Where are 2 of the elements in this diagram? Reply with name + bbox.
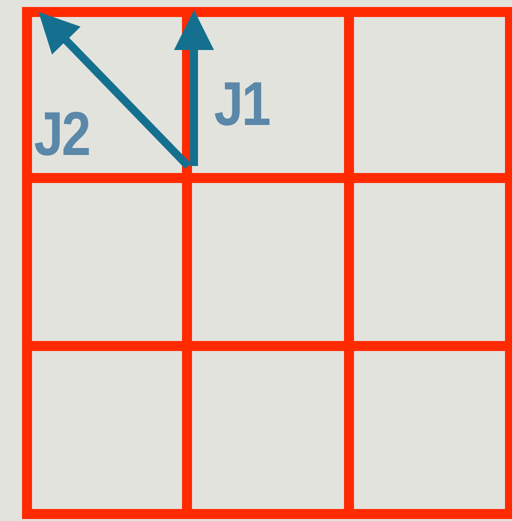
joint-label: J2 [34,104,90,166]
joint-label: J1 [214,74,270,136]
